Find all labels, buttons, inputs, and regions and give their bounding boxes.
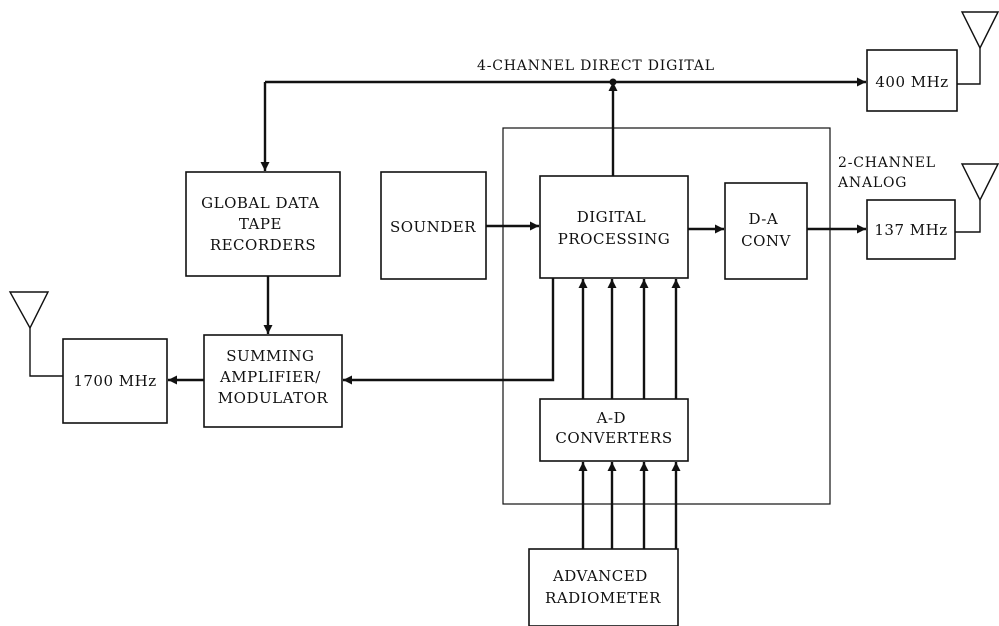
antenna-1700-icon: [8, 291, 63, 377]
d-a-conv-label: D-A CONV: [741, 210, 791, 250]
digital-processing-label: DIGITAL PROCESSING: [558, 208, 670, 248]
transmitter-400-box: [866, 49, 958, 112]
d-a-converter-box: [724, 182, 808, 280]
summing-amplifier-modulator-box: [203, 334, 343, 428]
a-d-converters-box: [539, 398, 689, 462]
global-data-tape-recorders-box: [185, 171, 341, 277]
transmitter-137-box: [866, 199, 956, 260]
processing-subsystem-frame: [502, 127, 831, 505]
transmitter-1700-label: 1700 MHz: [73, 372, 156, 390]
a-d-converters-label: A-D CONVERTERS: [555, 409, 672, 447]
transmitter-137-label: 137 MHz: [874, 221, 947, 239]
global-data-label: GLOBAL DATA TAPE RECORDERS: [201, 194, 325, 254]
antenna-137-icon: [955, 163, 999, 233]
direct-digital-label: 4-CHANNEL DIRECT DIGITAL: [477, 58, 715, 74]
analog-channel-label: 2-CHANNEL ANALOG: [837, 155, 941, 191]
sounder-box: [380, 171, 487, 280]
antenna-400-icon: [957, 11, 999, 85]
transmitter-1700-box: [62, 338, 168, 424]
transmitter-400-label: 400 MHz: [875, 73, 948, 91]
summing-amplifier-label: SUMMING AMPLIFIER/ MODULATOR: [218, 347, 329, 407]
sounder-label: SOUNDER: [390, 218, 476, 236]
advanced-radiometer-box: [528, 548, 679, 626]
processing-to-summing-line: [343, 278, 555, 385]
digital-processing-box: [539, 175, 689, 279]
advanced-radiometer-label: ADVANCED RADIOMETER: [545, 567, 661, 607]
bus-junction-dot: [609, 78, 617, 86]
